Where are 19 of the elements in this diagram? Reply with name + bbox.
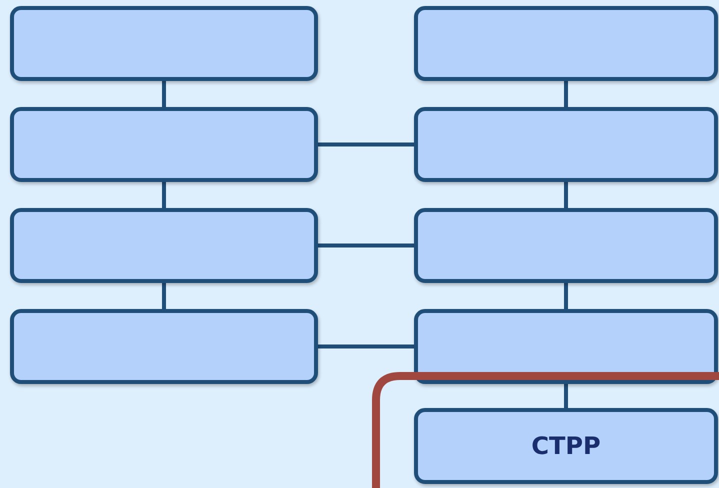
connector-line	[162, 81, 166, 107]
connector-line	[318, 344, 414, 348]
box-label: CTPP	[531, 432, 601, 460]
connector-line	[564, 283, 568, 309]
connector-line	[162, 283, 166, 309]
process-box	[10, 107, 318, 182]
connector-line	[564, 384, 568, 408]
process-box	[10, 6, 318, 81]
process-box	[10, 208, 318, 283]
process-box	[414, 6, 718, 81]
connector-line	[564, 182, 568, 208]
connector-line	[318, 142, 414, 146]
process-box	[414, 408, 718, 484]
process-box	[414, 107, 718, 182]
connector-line	[564, 81, 568, 107]
connector-line	[162, 182, 166, 208]
process-box	[10, 309, 318, 384]
connector-line	[318, 244, 414, 248]
process-box	[414, 208, 718, 283]
